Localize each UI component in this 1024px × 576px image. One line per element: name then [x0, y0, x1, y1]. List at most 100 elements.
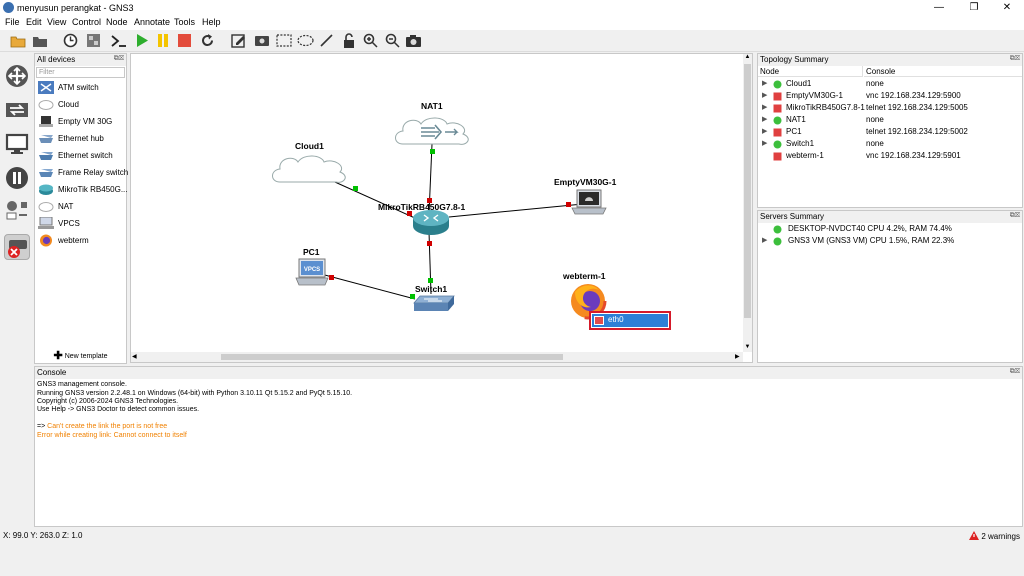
device-cloud[interactable]: Cloud — [37, 97, 127, 113]
topology-row[interactable]: ▶NAT1none — [758, 114, 1022, 126]
draw-ellipse-icon[interactable] — [297, 32, 314, 49]
topology-row[interactable]: ▶MikroTikRB450G7.8-1telnet 192.168.234.1… — [758, 102, 1022, 114]
horizontal-scroll-thumb[interactable] — [221, 354, 563, 360]
browse-end-devices-icon[interactable] — [4, 131, 30, 157]
panel-dock-icons[interactable]: ⧉☒ — [114, 55, 124, 63]
stop-all-icon[interactable] — [176, 32, 193, 49]
insert-picture-icon[interactable] — [253, 32, 270, 49]
column-header-node[interactable]: Node — [758, 66, 863, 77]
device-filter-input[interactable]: Filter — [36, 67, 125, 78]
expand-arrow-icon[interactable]: ▶ — [762, 102, 767, 114]
panel-dock-icons[interactable]: ⧉☒ — [1010, 55, 1020, 63]
device-list-icon[interactable] — [85, 32, 102, 49]
lock-icon[interactable] — [340, 32, 357, 49]
reload-all-icon[interactable] — [199, 32, 216, 49]
nat-cloud-icon[interactable] — [391, 114, 475, 148]
device-frame-relay-switch[interactable]: Frame Relay switch — [37, 165, 127, 181]
add-note-icon[interactable] — [230, 32, 247, 49]
menu-node[interactable]: Node — [106, 17, 128, 27]
zoom-out-icon[interactable] — [384, 32, 401, 49]
servers-summary-panel: Servers Summary ⧉☒ DESKTOP-NVDCT40 CPU 4… — [757, 210, 1023, 363]
browse-all-devices-icon[interactable] — [4, 198, 30, 224]
laptop-icon[interactable] — [571, 188, 607, 218]
menu-edit[interactable]: Edit — [26, 17, 42, 27]
device-label: Frame Relay switch — [58, 168, 128, 177]
topology-row[interactable]: ▶Cloud1none — [758, 78, 1022, 90]
expand-arrow-icon[interactable]: ▶ — [762, 126, 767, 138]
server-row[interactable]: DESKTOP-NVDCT40 CPU 4.2%, RAM 74.4% — [758, 223, 1022, 235]
topology-row[interactable]: ▶Switch1none — [758, 138, 1022, 150]
zoom-in-icon[interactable] — [362, 32, 379, 49]
device-webterm[interactable]: webterm — [37, 233, 127, 249]
expand-arrow-icon[interactable]: ▶ — [762, 90, 767, 102]
scroll-right-arrow-icon[interactable]: ▶ — [735, 353, 743, 361]
menu-help[interactable]: Help — [202, 17, 221, 27]
console-line: GNS3 management console. — [37, 381, 127, 388]
vertical-scrollbar[interactable]: ▲ ▼ — [743, 54, 752, 352]
cloud-icon[interactable] — [268, 152, 352, 186]
topology-node-console: telnet 192.168.234.129:5005 — [866, 102, 968, 114]
port-item-eth0[interactable]: eth0 — [592, 314, 668, 327]
draw-line-icon[interactable] — [318, 32, 335, 49]
console-all-icon[interactable] — [110, 32, 127, 49]
panel-dock-icons[interactable]: ⧉☒ — [1010, 368, 1020, 376]
device-nat[interactable]: NAT — [37, 199, 127, 215]
topology-node-name: NAT1 — [786, 114, 806, 126]
snapshot-clock-icon[interactable] — [62, 32, 79, 49]
device-ethernet-switch[interactable]: Ethernet switch — [37, 148, 127, 164]
close-button[interactable]: ✕ — [990, 0, 1024, 16]
device-empty-vm[interactable]: Empty VM 30G — [37, 114, 127, 130]
topology-node-console: telnet 192.168.234.129:5002 — [866, 126, 968, 138]
ethernet-switch-icon[interactable] — [412, 294, 456, 314]
scroll-left-arrow-icon[interactable]: ◀ — [132, 353, 140, 361]
browse-security-devices-icon[interactable] — [4, 165, 30, 191]
maximize-button[interactable]: ❐ — [957, 0, 991, 16]
toolbar — [0, 30, 1024, 52]
topology-row[interactable]: ▶EmptyVM30G-1vnc 192.168.234.129:5900 — [758, 90, 1022, 102]
device-label: Empty VM 30G — [58, 117, 112, 126]
menu-tools[interactable]: Tools — [174, 17, 195, 27]
panel-dock-icons[interactable]: ⧉☒ — [1010, 212, 1020, 220]
expand-arrow-icon[interactable]: ▶ — [762, 78, 767, 90]
menu-control[interactable]: Control — [72, 17, 101, 27]
server-row[interactable]: ▶ GNS3 VM (GNS3 VM) CPU 1.5%, RAM 22.3% — [758, 235, 1022, 247]
node-label-switch1: Switch1 — [415, 284, 447, 294]
minimize-button[interactable]: — — [922, 0, 956, 16]
menu-annotate[interactable]: Annotate — [134, 17, 170, 27]
topology-node-name: webterm-1 — [786, 150, 824, 162]
suspend-all-icon[interactable] — [154, 32, 171, 49]
topology-row[interactable]: ▶PC1telnet 192.168.234.129:5002 — [758, 126, 1022, 138]
device-atm-switch[interactable]: ATM switch — [37, 80, 127, 96]
device-category-bar — [0, 53, 33, 528]
column-header-console[interactable]: Console — [864, 66, 1022, 77]
menu-view[interactable]: View — [47, 17, 66, 27]
console-panel[interactable]: Console ⧉☒ GNS3 management console. Runn… — [34, 366, 1023, 527]
screenshot-camera-icon[interactable] — [405, 32, 422, 49]
console-title: Console — [35, 367, 1022, 379]
device-ethernet-hub[interactable]: Ethernet hub — [37, 131, 127, 147]
topology-canvas[interactable]: NAT1 Cloud1 MikroTikRB450G7.8-1 EmptyVM3… — [130, 53, 753, 363]
draw-rectangle-icon[interactable] — [275, 32, 292, 49]
horizontal-scrollbar[interactable]: ◀ ▶ — [131, 352, 743, 362]
topology-row[interactable]: webterm-1vnc 192.168.234.129:5901 — [758, 150, 1022, 162]
add-link-icon[interactable] — [4, 234, 30, 260]
browse-switches-icon[interactable] — [4, 97, 30, 123]
vertical-scroll-thumb[interactable] — [744, 64, 751, 318]
open-project-icon[interactable] — [31, 32, 48, 49]
scroll-up-arrow-icon[interactable]: ▲ — [743, 54, 752, 62]
warnings-indicator[interactable]: 2 warnings — [969, 531, 1020, 541]
vpcs-pc-icon[interactable]: VPCS — [295, 258, 329, 288]
router-icon[interactable] — [411, 206, 451, 238]
expand-arrow-icon[interactable]: ▶ — [762, 114, 767, 126]
browse-routers-icon[interactable] — [4, 63, 30, 89]
new-project-icon[interactable] — [9, 32, 26, 49]
expand-arrow-icon[interactable]: ▶ — [762, 138, 767, 150]
ethernet-hub-icon — [38, 132, 54, 145]
new-template-button[interactable]: ✚ New template — [34, 349, 127, 363]
menu-file[interactable]: File — [5, 17, 20, 27]
device-mikrotik[interactable]: MikroTik RB450G... — [37, 182, 127, 198]
scroll-down-arrow-icon[interactable]: ▼ — [743, 344, 752, 352]
start-all-icon[interactable] — [133, 32, 150, 49]
device-vpcs[interactable]: VPCS — [37, 216, 127, 232]
expand-arrow-icon[interactable]: ▶ — [762, 235, 767, 247]
